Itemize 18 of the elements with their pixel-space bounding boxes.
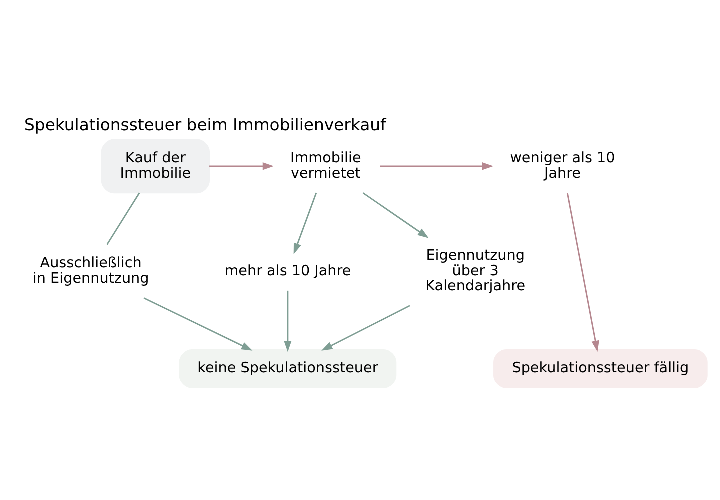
arrow <box>321 304 410 350</box>
node-box: Kauf der Immobilie <box>100 138 210 194</box>
node-text: mehr als 10 Jahre <box>224 262 351 279</box>
arrow <box>143 297 252 350</box>
node-text: Eigennutzung über 3 Kalendarjahre <box>425 247 526 294</box>
connector <box>106 192 140 245</box>
node-text: weniger als 10 Jahre <box>510 150 615 182</box>
arrow <box>293 192 317 254</box>
node-box: Spekulationssteuer fällig <box>493 348 708 388</box>
arrow <box>209 162 274 170</box>
diagram-title: Spekulationssteuer beim Immobilienverkauf <box>24 114 386 134</box>
arrow <box>284 290 292 352</box>
node-box: keine Spekulationssteuer <box>178 348 396 388</box>
arrow <box>380 162 494 170</box>
arrow <box>362 192 428 238</box>
node-text: Ausschließlich in Eigennutzung <box>32 255 149 287</box>
arrow <box>566 192 599 352</box>
node-text: Immobilie vermietet <box>290 150 361 182</box>
